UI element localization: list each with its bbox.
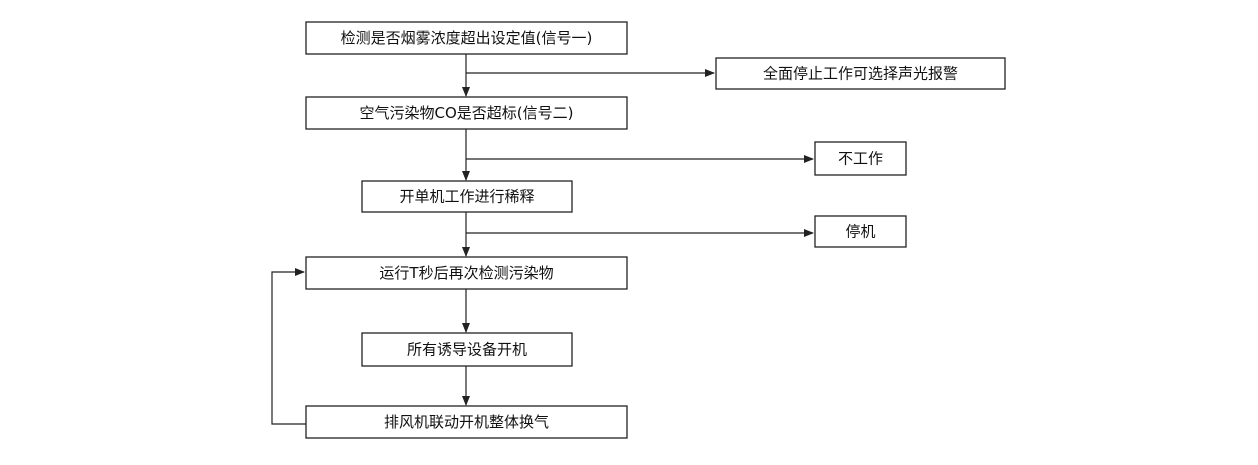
node-label: 排风机联动开机整体换气 <box>384 413 549 431</box>
node-no-work: 不工作 <box>814 141 907 176</box>
node-label: 运行T秒后再次检测污染物 <box>379 264 553 282</box>
node-label: 不工作 <box>838 150 883 168</box>
node-check-co: 空气污染物CO是否超标(信号二) <box>305 96 628 130</box>
node-full-stop: 全面停止工作可选择声光报警 <box>715 57 1006 90</box>
node-shutdown: 停机 <box>814 215 907 248</box>
node-label: 检测是否烟雾浓度超出设定值(信号一) <box>341 29 593 47</box>
node-label: 停机 <box>845 223 875 241</box>
node-label: 开单机工作进行稀释 <box>399 188 534 206</box>
node-label: 空气污染物CO是否超标(信号二) <box>360 104 574 122</box>
node-label: 全面停止工作可选择声光报警 <box>763 65 958 83</box>
node-induced-on: 所有诱导设备开机 <box>361 332 573 367</box>
node-run-recheck: 运行T秒后再次检测污染物 <box>305 256 628 290</box>
connectors <box>271 54 814 425</box>
edge-exhaust-loop-to-recheck <box>271 268 306 425</box>
node-detect-smoke: 检测是否烟雾浓度超出设定值(信号一) <box>305 21 628 55</box>
node-exhaust-linkage: 排风机联动开机整体换气 <box>305 405 628 439</box>
node-single-dilute: 开单机工作进行稀释 <box>361 180 573 213</box>
node-label: 所有诱导设备开机 <box>407 341 527 359</box>
